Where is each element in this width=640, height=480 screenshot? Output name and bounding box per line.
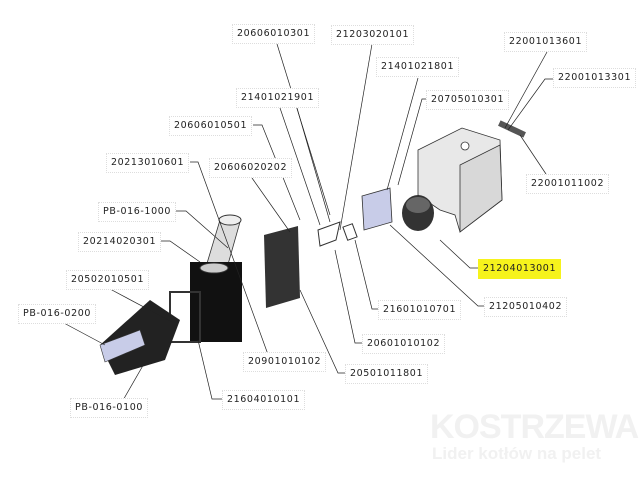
- part-label-20606010501[interactable]: 20606010501: [169, 116, 253, 136]
- watermark-tagline: Lider kotłów na pelet: [432, 444, 602, 463]
- part-label-20214020301[interactable]: 20214020301: [78, 232, 162, 252]
- leader-lines: [61, 43, 553, 403]
- heat-exchanger-plate: [264, 226, 300, 308]
- watermark-brand: KOSTRZEWA: [430, 408, 639, 446]
- part-label-21203020101[interactable]: 21203020101: [331, 25, 415, 45]
- fan: [402, 195, 434, 231]
- burner-housing: [417, 127, 503, 233]
- terminal-strip: [498, 120, 526, 138]
- part-label-22001013301[interactable]: 22001013301: [553, 68, 637, 88]
- part-label-22001011002[interactable]: 22001011002: [526, 174, 610, 194]
- part-label-20601010102[interactable]: 20601010102: [362, 334, 446, 354]
- part-label-21205010402[interactable]: 21205010402: [484, 297, 568, 317]
- part-label-20606010301[interactable]: 20606010301: [232, 24, 316, 44]
- combustion-chamber: [190, 262, 242, 342]
- part-label-20213010601[interactable]: 20213010601: [106, 153, 190, 173]
- part-label-20502010501[interactable]: 20502010501: [66, 270, 150, 290]
- part-label-20501011801[interactable]: 20501011801: [345, 364, 429, 384]
- part-label-PB-016-1000[interactable]: PB-016-1000: [98, 202, 177, 222]
- bracket: [317, 221, 341, 247]
- gasket: [342, 223, 358, 241]
- part-label-22001013601[interactable]: 22001013601: [504, 32, 588, 52]
- part-label-PB-016-0100[interactable]: PB-016-0100: [70, 398, 149, 418]
- part-label-20606020202[interactable]: 20606020202: [209, 158, 293, 178]
- part-label-21601010701[interactable]: 21601010701: [378, 300, 462, 320]
- burner-tube: [99, 300, 180, 375]
- part-label-20705010301[interactable]: 20705010301: [426, 90, 510, 110]
- part-label-20901010102[interactable]: 20901010102: [243, 352, 327, 372]
- part-label-PB-016-0200[interactable]: PB-016-0200: [18, 304, 97, 324]
- part-label-21604010101[interactable]: 21604010101: [222, 390, 306, 410]
- controller-box: [361, 187, 393, 231]
- part-label-21204013001-highlighted[interactable]: 21204013001: [478, 259, 562, 279]
- part-label-21401021901[interactable]: 21401021901: [236, 88, 320, 108]
- part-label-21401021801[interactable]: 21401021801: [376, 57, 460, 77]
